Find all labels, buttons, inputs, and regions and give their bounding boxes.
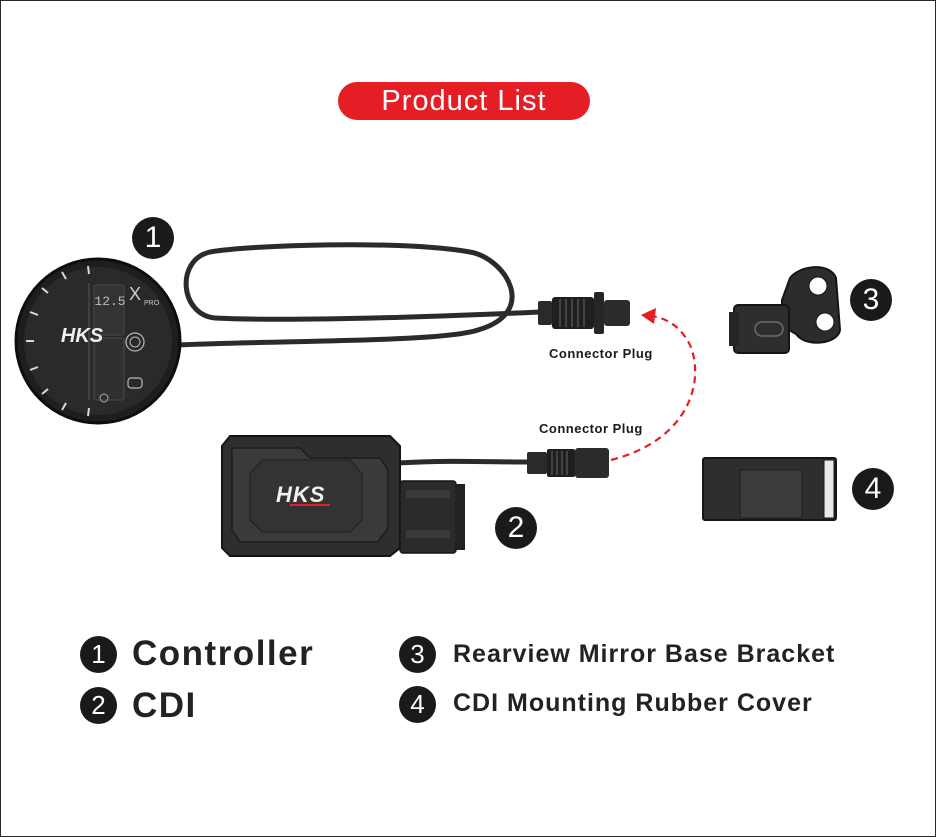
cdi-logo: HKS — [276, 482, 326, 507]
cdi-cable — [397, 458, 529, 466]
controller-brand-sub: PRO — [144, 300, 160, 307]
controller-device — [14, 257, 182, 425]
callout-badge-4: 4 — [852, 468, 894, 510]
controller-brand-mark: X — [129, 284, 142, 304]
controller-readout: 12.5 — [94, 294, 126, 309]
connector-label-lower: Connector Plug — [539, 421, 643, 436]
lower-connector-plug — [527, 448, 609, 478]
controller-logo: HKS — [60, 325, 104, 347]
mirror-bracket — [729, 266, 842, 354]
legend-badge-1: 1 — [80, 636, 117, 673]
page-title: Product List — [338, 82, 590, 120]
legend-badge-4: 4 — [399, 686, 436, 723]
callout-badge-3: 3 — [850, 279, 892, 321]
connector-label-upper: Connector Plug — [549, 346, 653, 361]
legend-label-cdi: CDI — [132, 686, 197, 725]
cdi-device — [221, 435, 465, 557]
legend-label-controller: Controller — [132, 634, 315, 673]
controller-cable — [175, 242, 541, 348]
callout-badge-1: 1 — [132, 217, 174, 259]
upper-connector-plug — [538, 292, 630, 334]
callout-badge-2: 2 — [495, 507, 537, 549]
connection-arrow — [610, 308, 697, 462]
rubber-cover — [702, 457, 837, 521]
legend-label-rubber-cover: CDI Mounting Rubber Cover — [453, 689, 813, 717]
legend-badge-3: 3 — [399, 636, 436, 673]
legend-label-mirror-bracket: Rearview Mirror Base Bracket — [453, 640, 836, 668]
legend-badge-2: 2 — [80, 687, 117, 724]
